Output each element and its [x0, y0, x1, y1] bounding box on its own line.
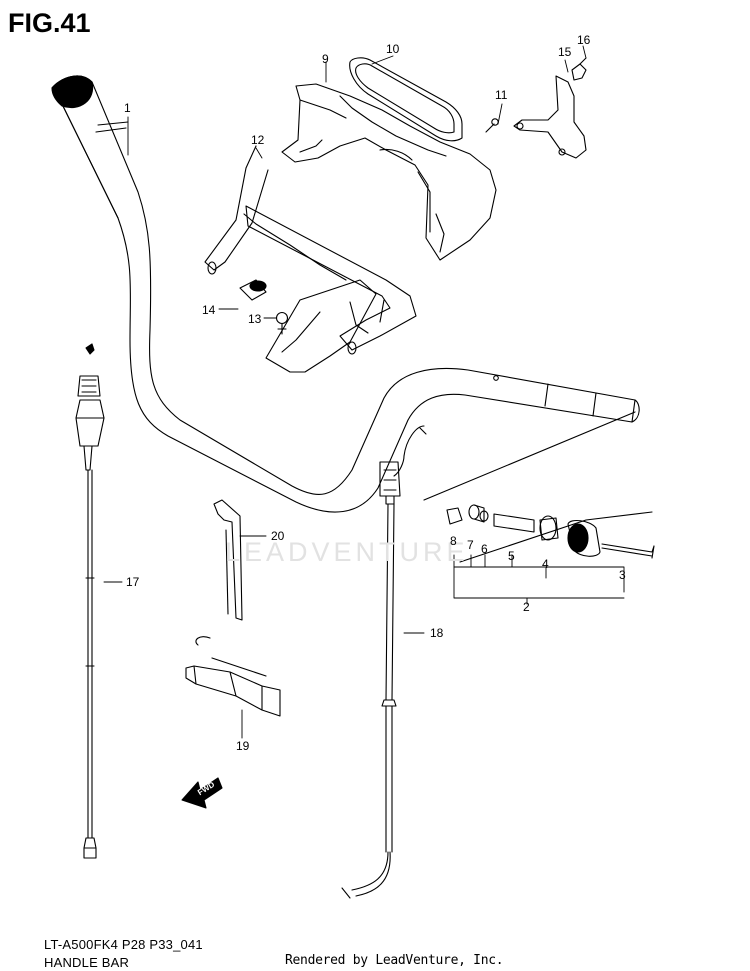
callout-11: 11 — [495, 88, 508, 102]
callout-14: 14 — [202, 303, 216, 317]
reference-lines — [423, 411, 653, 563]
callout-3: 3 — [619, 568, 626, 582]
figure-title: FIG.41 — [8, 8, 91, 38]
screw — [485, 118, 499, 133]
callout-13: 13 — [248, 312, 262, 326]
cable-left — [75, 343, 105, 859]
watermark: LEADVENTURE — [225, 537, 469, 567]
handlebar — [51, 75, 640, 513]
callout-1: 1 — [124, 101, 131, 115]
callout-19: 19 — [236, 739, 250, 753]
callout-10: 10 — [386, 42, 400, 56]
callout-16: 16 — [577, 33, 591, 47]
callout-9: 9 — [322, 52, 329, 66]
callout-17: 17 — [126, 575, 140, 589]
callout-8: 8 — [450, 534, 457, 548]
callout-5: 5 — [508, 549, 515, 563]
forward-arrow-icon — [181, 777, 223, 809]
leader-lines — [103, 45, 625, 739]
handlebar-cover — [281, 83, 497, 261]
callout-6: 6 — [481, 542, 488, 556]
callout-12: 12 — [251, 133, 265, 147]
cable-guide — [185, 636, 281, 717]
callout-15: 15 — [558, 45, 572, 59]
headlight-lens — [349, 57, 463, 142]
grip-assembly — [446, 504, 655, 559]
callout-7: 7 — [467, 538, 474, 552]
mount-bracket — [513, 57, 587, 159]
cable-tie — [213, 499, 243, 621]
part-name: HANDLE BAR — [44, 955, 130, 970]
callout-2: 2 — [523, 600, 530, 614]
handlebar-bracket — [204, 145, 417, 373]
model-code: LT-A500FK4 P28 P33_041 — [44, 937, 203, 952]
render-credit: Rendered by LeadVenture, Inc. — [285, 953, 504, 968]
cable-right — [341, 425, 427, 899]
callout-4: 4 — [542, 557, 549, 571]
callout-18: 18 — [430, 626, 444, 640]
callout-20: 20 — [271, 529, 285, 543]
